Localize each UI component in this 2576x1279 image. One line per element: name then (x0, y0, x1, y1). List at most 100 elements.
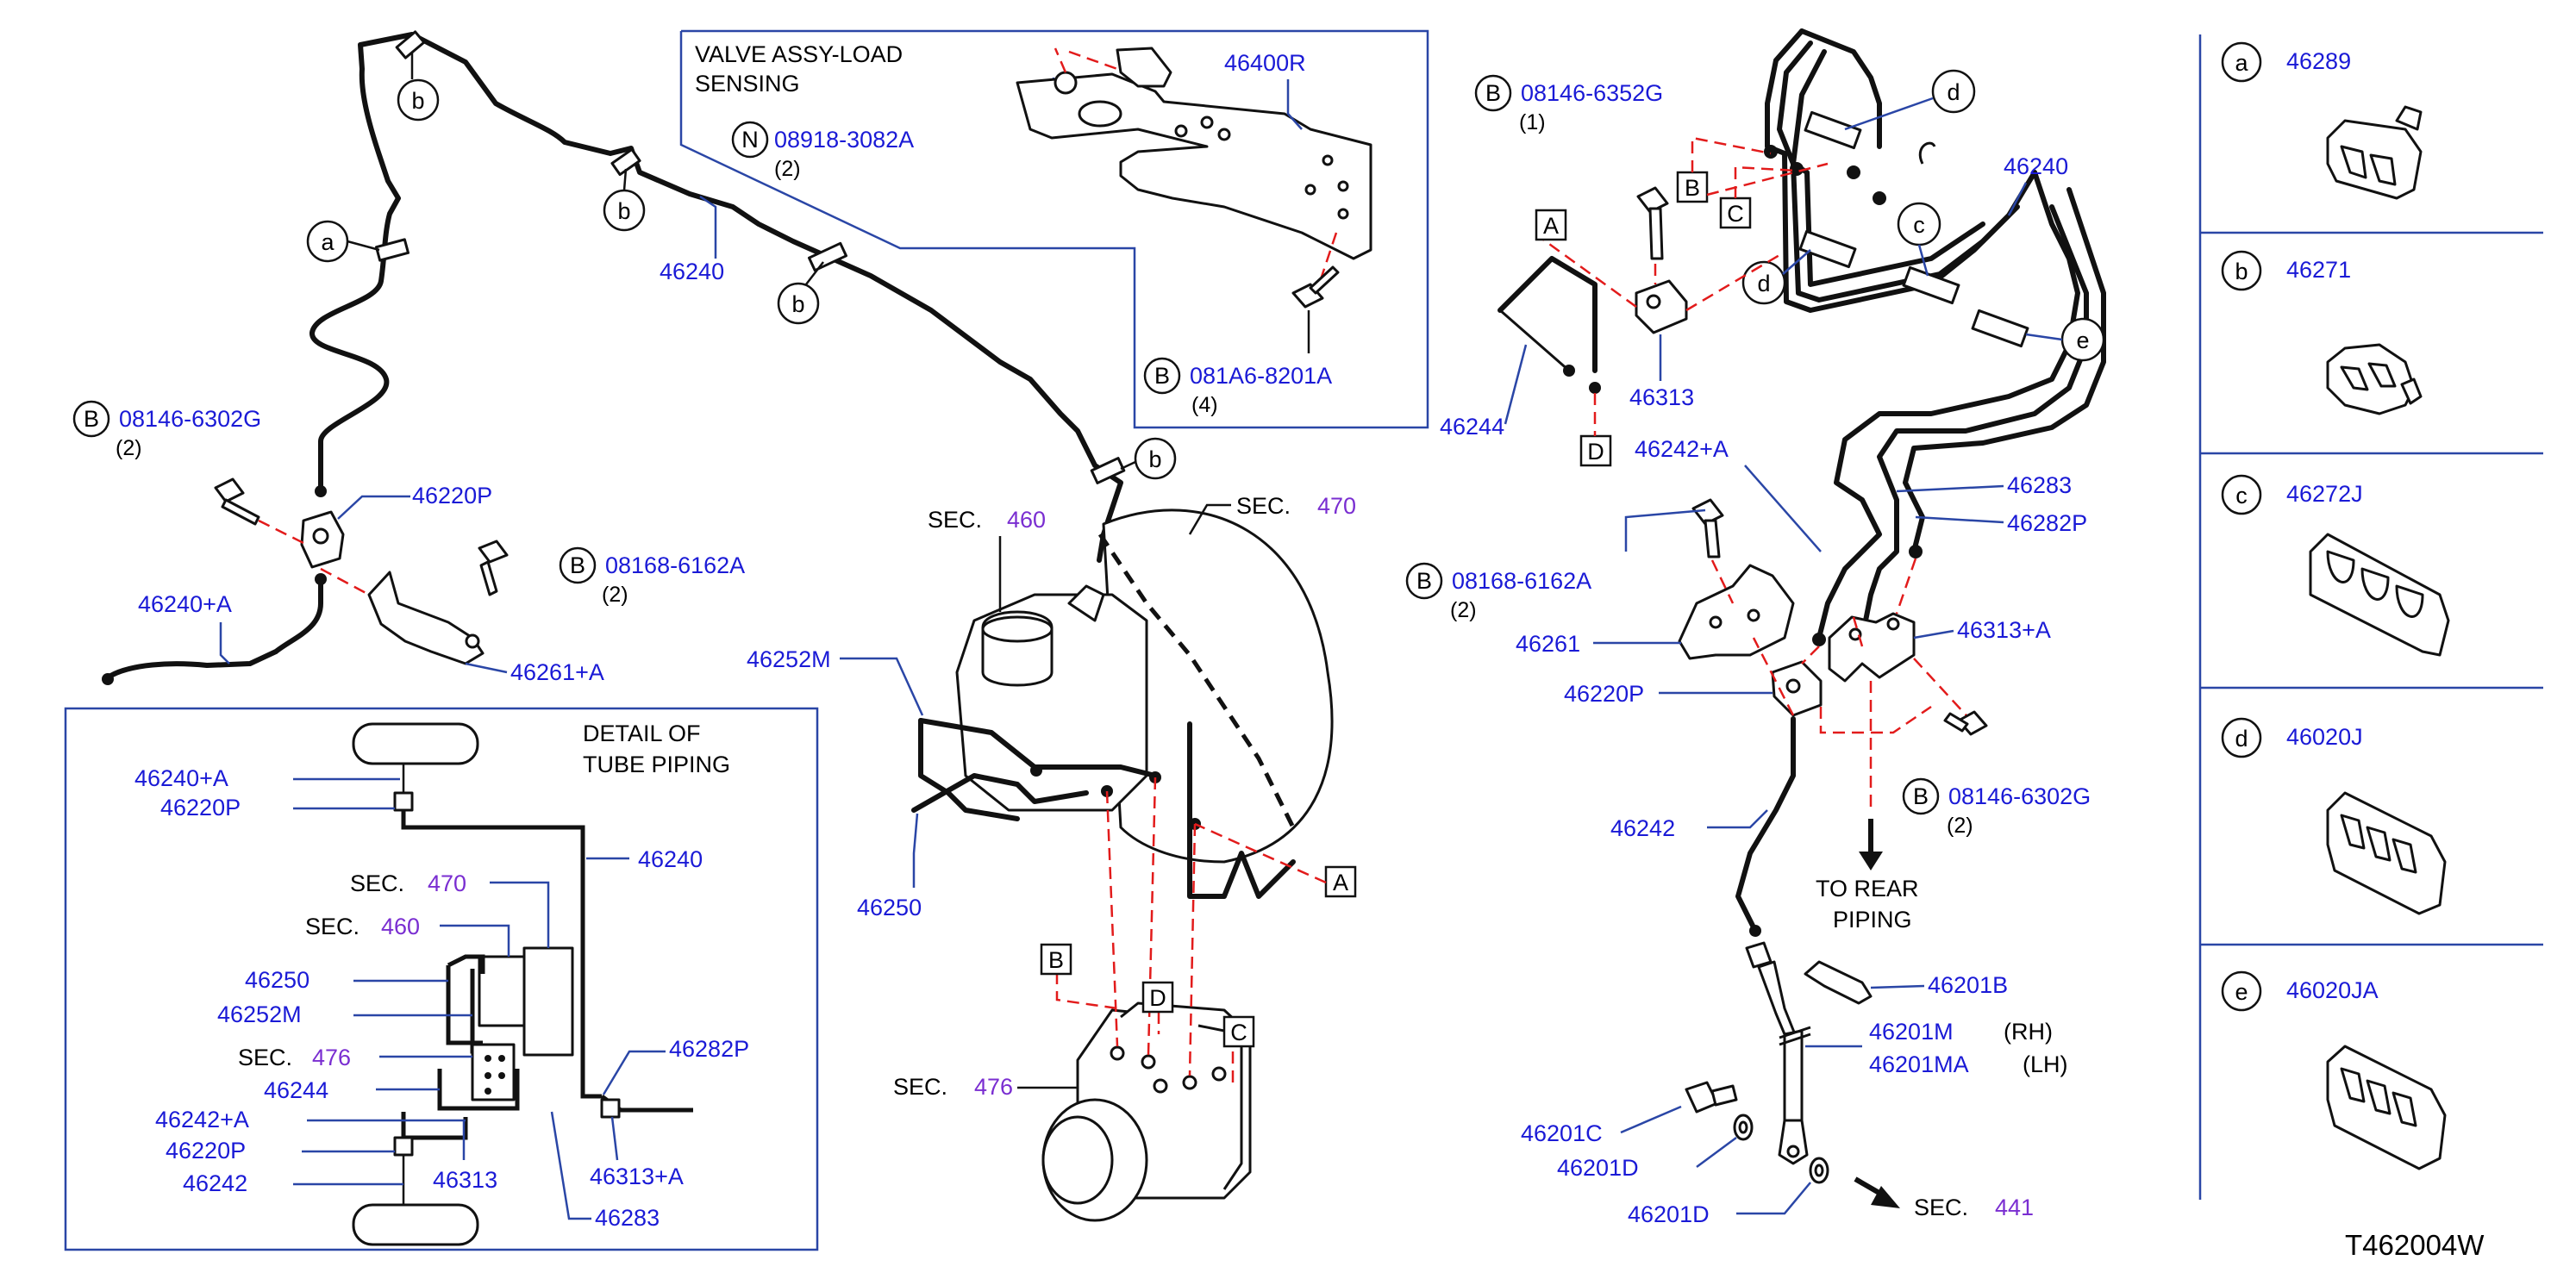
leader (1917, 244, 1929, 277)
leader (1696, 1136, 1737, 1169)
detail-tube (447, 954, 485, 974)
detail-port (485, 1055, 491, 1062)
clip-46201B (1804, 960, 1873, 1005)
side-lh: (LH) (2023, 1051, 2068, 1077)
detail-label-46240A: 46240+A (134, 765, 228, 791)
label-46244: 46244 (1440, 414, 1504, 440)
label-46313A: 46313+A (1957, 617, 2051, 643)
bolt-prefix-letter: B (1913, 783, 1929, 809)
label-46242: 46242 (1610, 815, 1675, 841)
detail-tube (401, 1112, 468, 1140)
box-D (1141, 981, 1174, 1014)
sec-460: 460 (1007, 507, 1046, 533)
label-46240A: 46240+A (138, 591, 232, 617)
sec441-arrow-head (1871, 1186, 1900, 1208)
leader (2007, 182, 2028, 216)
red-dash-guide (1105, 790, 1119, 1047)
leader (1913, 629, 1954, 640)
leader (1782, 249, 1811, 275)
leader (610, 1116, 619, 1161)
clip-tape (807, 241, 848, 272)
leader (1870, 984, 1925, 989)
block-46313 (1635, 279, 1688, 334)
sec-441: 441 (1995, 1195, 2034, 1220)
leader-46261A (465, 662, 508, 674)
tube-end-fitting (1030, 764, 1042, 777)
label-46283: 46283 (2007, 472, 2072, 498)
legend-b-circle (2221, 250, 2262, 291)
label-46201C: 46201C (1521, 1120, 1603, 1146)
callout-leader (622, 168, 628, 191)
qty-08146-6302G-rear: (2) (1947, 814, 1973, 838)
clip-d-letter: d (1757, 271, 1770, 296)
valve-assy-title: VALVE ASSY-LOAD (695, 41, 903, 67)
label-46201D-2: 46201D (1628, 1201, 1710, 1227)
tube-end-fitting (1790, 162, 1804, 176)
clip-b-callout (777, 282, 820, 325)
leader-46400R (1286, 79, 1303, 130)
bolt-prefix-b (1902, 777, 1940, 815)
red-dash-guide (1913, 658, 1975, 725)
detail-title-2: TUBE PIPING (583, 752, 730, 777)
label-46220P: 46220P (412, 483, 492, 508)
detail-port (498, 1072, 505, 1079)
box-D (1579, 434, 1612, 467)
legend-e-letter: e (2235, 979, 2248, 1005)
valve-assy-frame (679, 29, 1429, 429)
tube-end-fitting (1909, 545, 1923, 558)
leader (1736, 1182, 1811, 1215)
detail-port (498, 1055, 505, 1062)
bolt-prefix-b (1143, 357, 1181, 395)
abs-port (1211, 1066, 1227, 1082)
clip-b-callout (1134, 437, 1177, 480)
red-dash-guide (1819, 705, 1932, 734)
leader (550, 1111, 591, 1220)
box-D-letter: D (1149, 985, 1166, 1011)
detail-frame (64, 707, 819, 1251)
legend-c-letter: c (2235, 483, 2248, 508)
red-dash-guide (1852, 616, 1864, 647)
detail-abs (471, 1043, 516, 1101)
label-46252M: 46252M (747, 646, 831, 672)
detail-tube-piping-inset: DETAIL OF TUBE PIPING 46240+A 46220P 462… (64, 707, 819, 1251)
label-46220P-rear: 46220P (1564, 681, 1644, 707)
tube-end-fitting (1749, 925, 1761, 937)
red-dash-guide (1706, 162, 1829, 197)
callout-leader (1120, 460, 1136, 471)
bolt-prefix-b (72, 400, 110, 438)
booster-hidden-edge (1097, 533, 1296, 829)
label-08168-6162A-rear: 08168-6162A (1452, 568, 1591, 594)
bolt-prefix-b (1474, 74, 1512, 112)
legend-b-part: 46271 (2286, 257, 2351, 283)
clip-legend-panel: a 46289 b 46271 c 46272J d (2198, 34, 2543, 1200)
tube-end-fitting (1589, 382, 1601, 394)
leader (490, 881, 550, 948)
clip-tape (1902, 265, 1960, 305)
abs-port (1141, 1054, 1156, 1070)
callout-leader (805, 261, 824, 285)
leader (1504, 344, 1528, 425)
bolt-08168-6162A-rear (1691, 498, 1724, 558)
label-46250: 46250 (857, 895, 922, 920)
detail-label-46282P: 46282P (669, 1036, 749, 1062)
tube-bundle-3 (1791, 49, 1985, 287)
bolt-prefix-letter: B (570, 552, 585, 578)
sec-word: SEC. (928, 507, 982, 533)
callout-leader (1188, 503, 1231, 535)
legend-d-part: 46020J (2286, 724, 2363, 750)
detail-junction (600, 1098, 621, 1119)
tube-46244-lower (1499, 309, 1570, 372)
clip-46271-icon (2326, 343, 2423, 415)
load-sensing-valve (1016, 47, 1372, 260)
red-dash-guide (1801, 646, 1820, 664)
tube-end-fitting (1764, 145, 1778, 159)
bolt-prefix-letter: B (84, 406, 99, 432)
drawing-code: T462004W (2345, 1229, 2485, 1261)
leader (1915, 515, 2004, 524)
abs-side (1197, 1024, 1243, 1190)
red-dash-guide (258, 519, 304, 545)
reservoir-cap (981, 615, 1054, 643)
block-46313A (1828, 612, 1916, 683)
sec-word: SEC. (1236, 493, 1291, 519)
detail-master-cylinder (478, 955, 526, 1027)
